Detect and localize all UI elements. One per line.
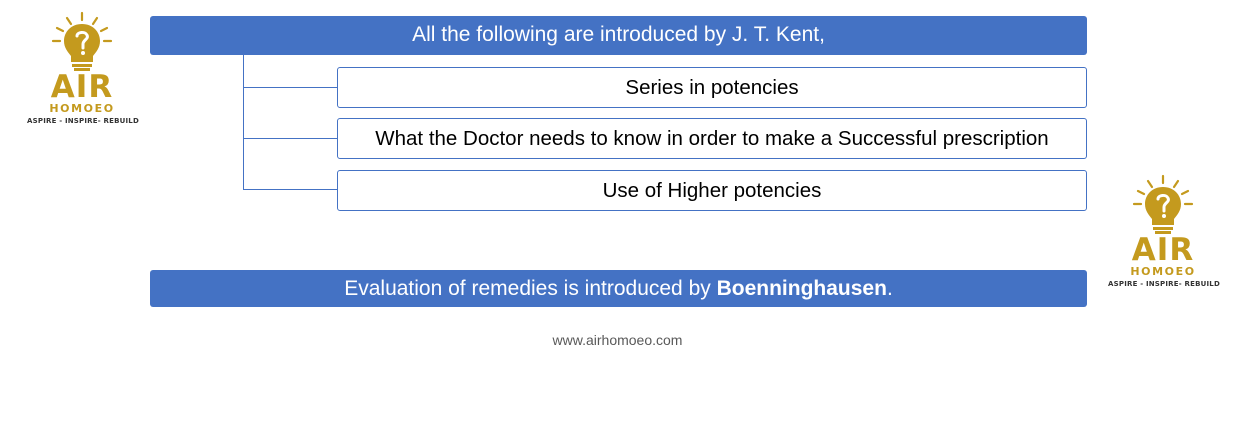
logo-subtitle: HOMOEO [49,102,115,115]
logo-left: AIR HOMOEO ASPIRE - INSPIRE- REBUILD [27,10,139,127]
footer-text-prefix: Evaluation of remedies is introduced by [344,276,717,300]
diagram-header-text: All the following are introduced by J. T… [412,22,825,46]
lightbulb-head-icon [1132,174,1194,234]
connector-vertical [243,55,245,189]
diagram-item-text: Use of Higher potencies [602,178,822,202]
logo-tagline: ASPIRE - INSPIRE- REBUILD [1108,280,1220,288]
diagram-item-text: What the Doctor needs to know in order t… [375,126,1049,150]
diagram-item-box: Series in potencies [337,67,1087,108]
website-url: www.airhomoeo.com [552,332,683,348]
connector-branch-1 [243,87,337,89]
lightbulb-head-icon [51,11,113,71]
connector-branch-2 [243,138,337,140]
diagram-item-box: What the Doctor needs to know in order t… [337,118,1087,159]
logo-brand: AIR [1131,232,1195,268]
diagram-footer-box: Evaluation of remedies is introduced by … [150,270,1087,307]
logo-subtitle: HOMOEO [1130,265,1196,278]
diagram-item-text: Series in potencies [625,75,799,99]
footer-text-suffix: . [886,276,893,300]
diagram-header-box: All the following are introduced by J. T… [150,16,1087,55]
diagram-item-box: Use of Higher potencies [337,170,1087,211]
logo-right: AIR HOMOEO ASPIRE - INSPIRE- REBUILD [1108,173,1220,290]
logo-brand: AIR [50,69,114,105]
connector-branch-3 [243,189,337,191]
footer-text-bold: Boenninghausen [716,276,887,300]
logo-tagline: ASPIRE - INSPIRE- REBUILD [27,117,139,125]
